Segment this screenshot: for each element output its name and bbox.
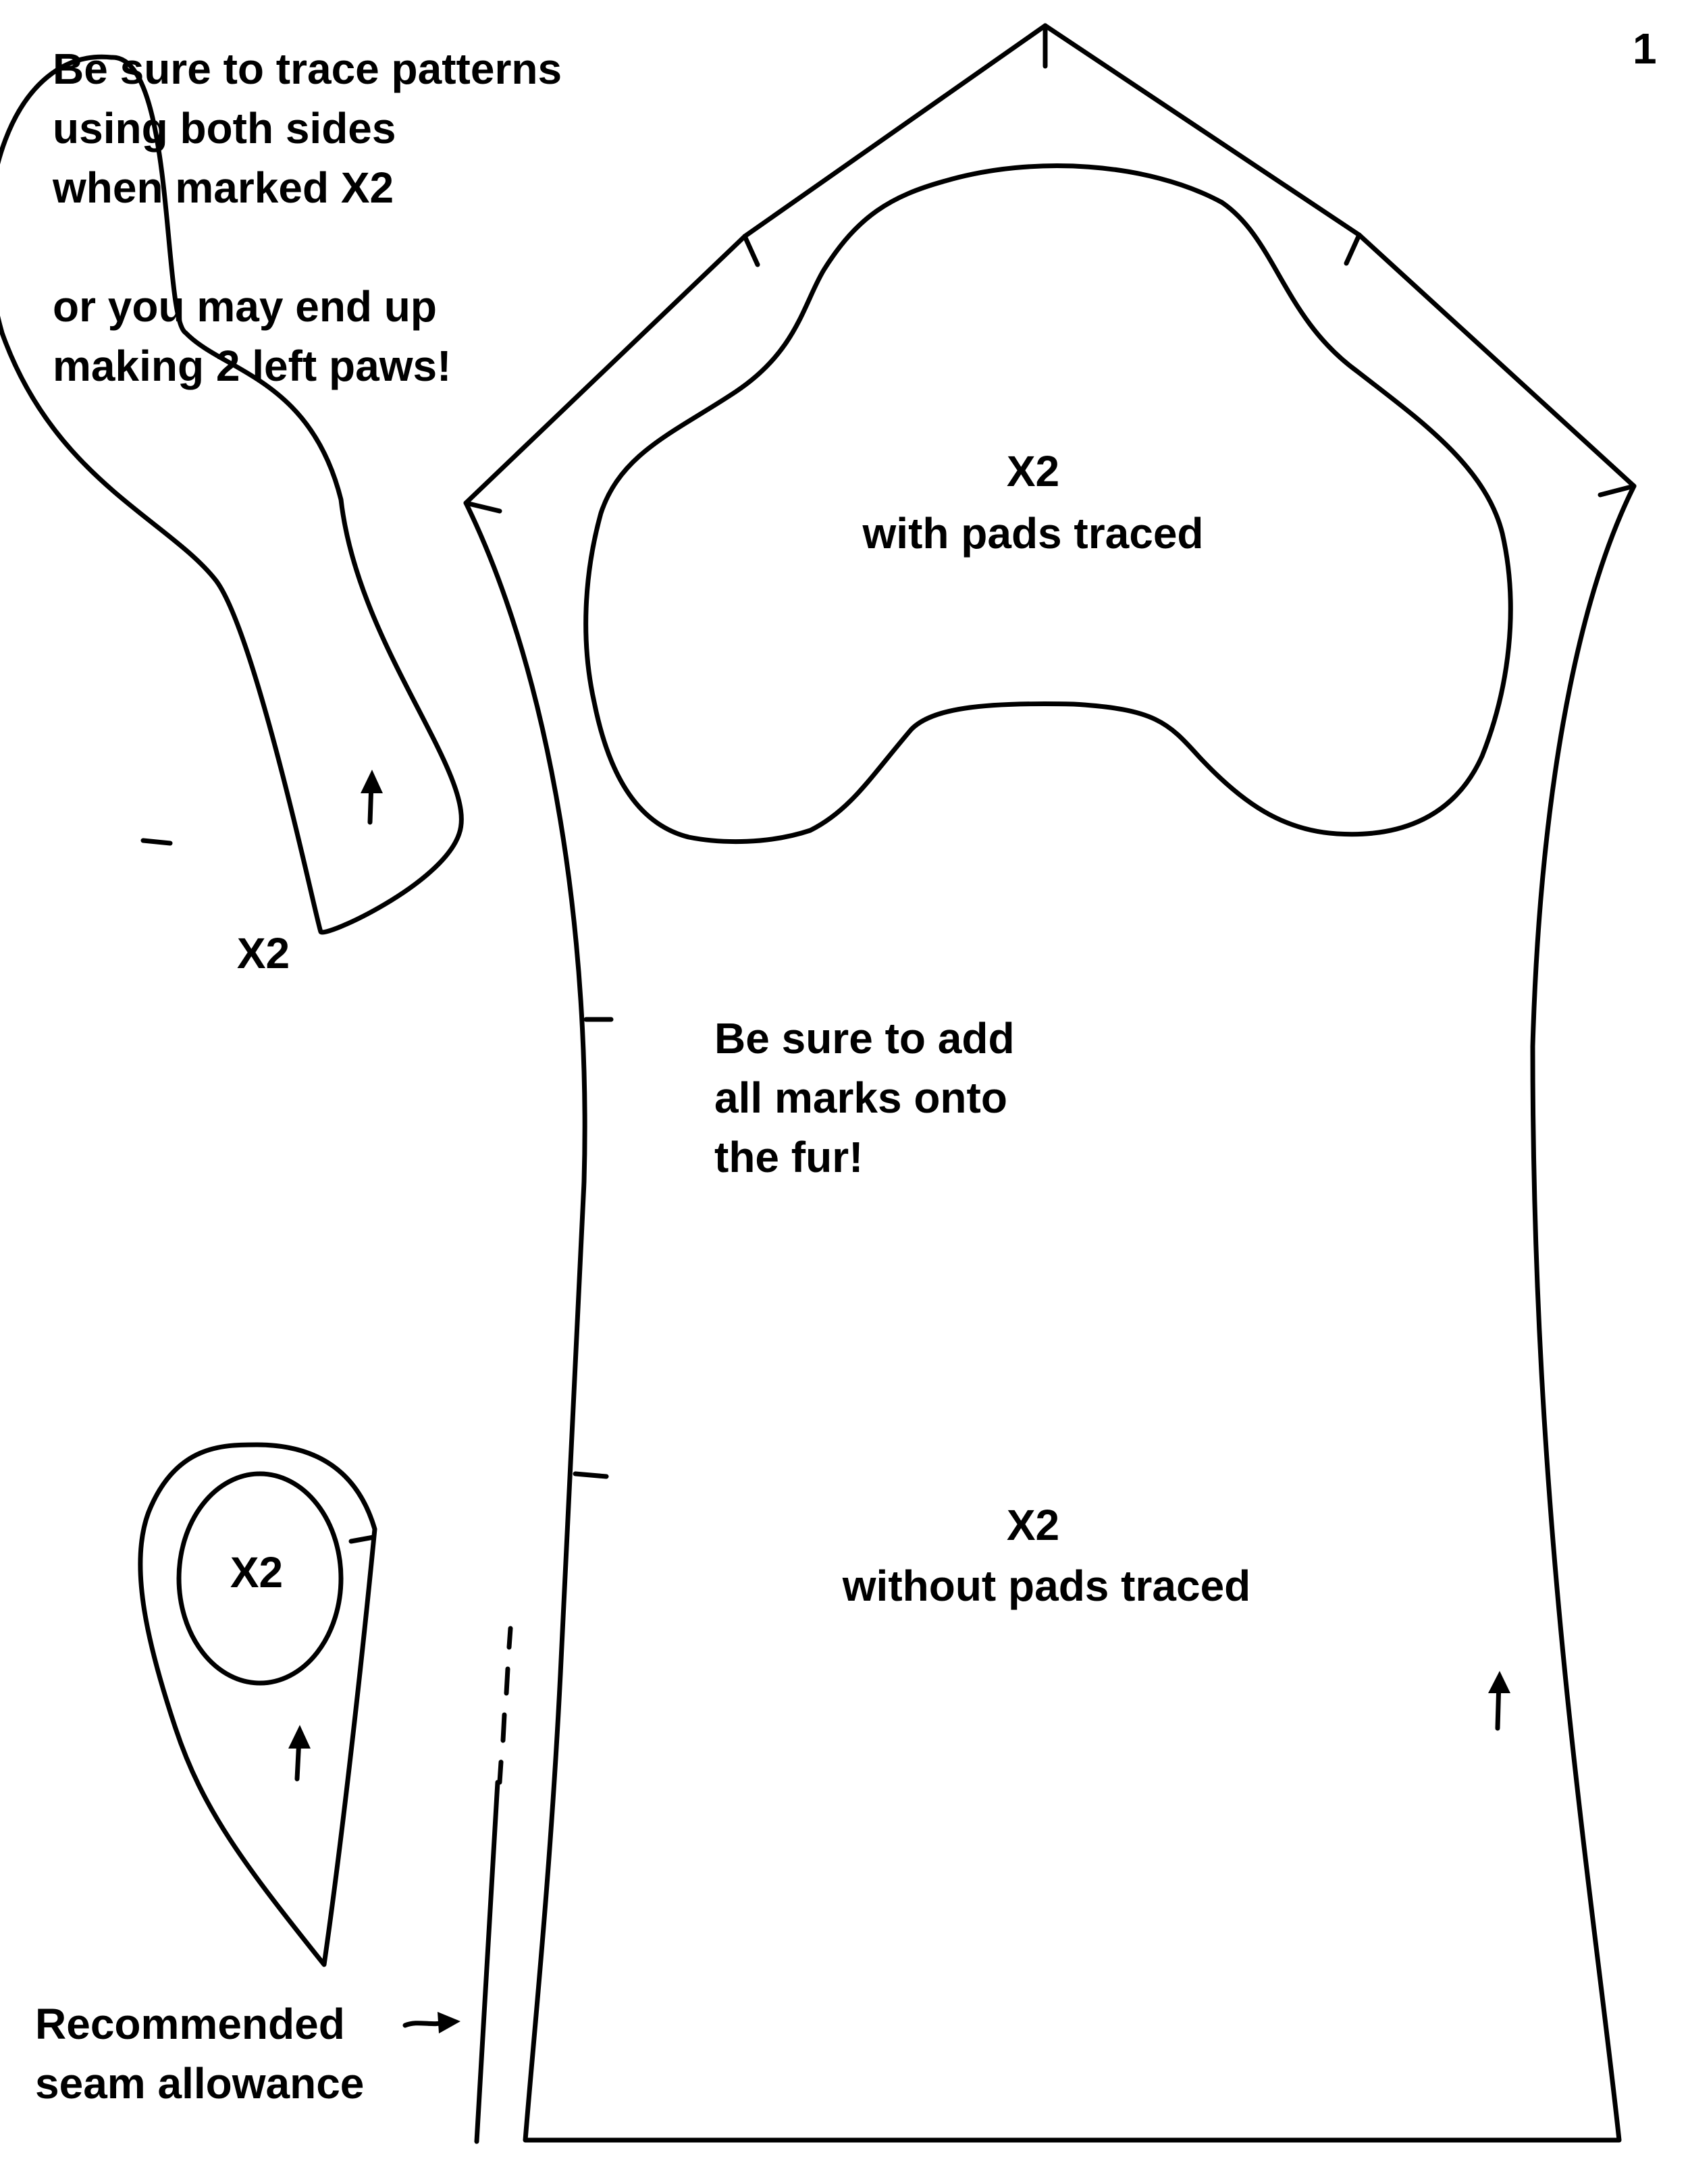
side-notch-mark-lower (573, 1471, 609, 1479)
seam-allowance-solid-line (474, 1780, 500, 2144)
teardrop-pattern-piece (138, 1442, 377, 1967)
arm-piece-outline (463, 23, 1637, 2143)
heart-notch-mark (140, 838, 173, 846)
body-note-label: without pads traced (842, 1562, 1251, 1610)
heart-grainline-arrow-icon (361, 770, 383, 825)
heart-pattern-piece (0, 54, 464, 935)
pad-note-label: with pads traced (862, 509, 1204, 558)
teardrop-notch-mark (348, 1535, 376, 1544)
teardrop-grainline-arrow-icon (288, 1725, 311, 1782)
left-corner-notch-mark (463, 500, 502, 514)
seam-allowance-dashed-line (497, 1626, 513, 1785)
seam-pointer-arrow-icon (402, 2012, 460, 2033)
grainline-arrow-icon (1488, 1671, 1510, 1731)
warning-line-1: or you may end up (53, 282, 437, 331)
teardrop-piece-outline (138, 1442, 377, 1967)
arm-pattern-piece (463, 23, 1637, 2143)
page-number: 1 (1633, 24, 1657, 73)
right-shoulder-notch-mark (1344, 232, 1362, 266)
trace-instruction-line-3: when marked X2 (53, 163, 394, 212)
heart-piece-outline (0, 54, 464, 935)
trace-instruction-line-2: using both sides (53, 104, 396, 153)
warning-line-2: making 2 left paws! (53, 342, 452, 390)
trace-instruction-line-1: Be sure to trace patterns (53, 45, 562, 93)
heart-count-label: X2 (236, 929, 290, 978)
paw-pad-outline (583, 163, 1513, 845)
marks-instruction-line-3: the fur! (714, 1133, 864, 1181)
body-count-label: X2 (1006, 1501, 1060, 1549)
seam-allowance-guide (402, 1626, 513, 2144)
pad-count-label: X2 (1006, 447, 1060, 496)
left-shoulder-notch-mark (742, 234, 760, 267)
teardrop-inner-circle (176, 1471, 344, 1686)
marks-instruction-line-1: Be sure to add (714, 1014, 1015, 1063)
marks-instruction-line-2: all marks onto (714, 1073, 1007, 1122)
teardrop-count-label: X2 (230, 1548, 284, 1597)
seam-note-line-2: seam allowance (35, 2059, 365, 2108)
seam-note-line-1: Recommended (35, 2000, 345, 2048)
right-corner-notch-mark (1598, 483, 1637, 498)
